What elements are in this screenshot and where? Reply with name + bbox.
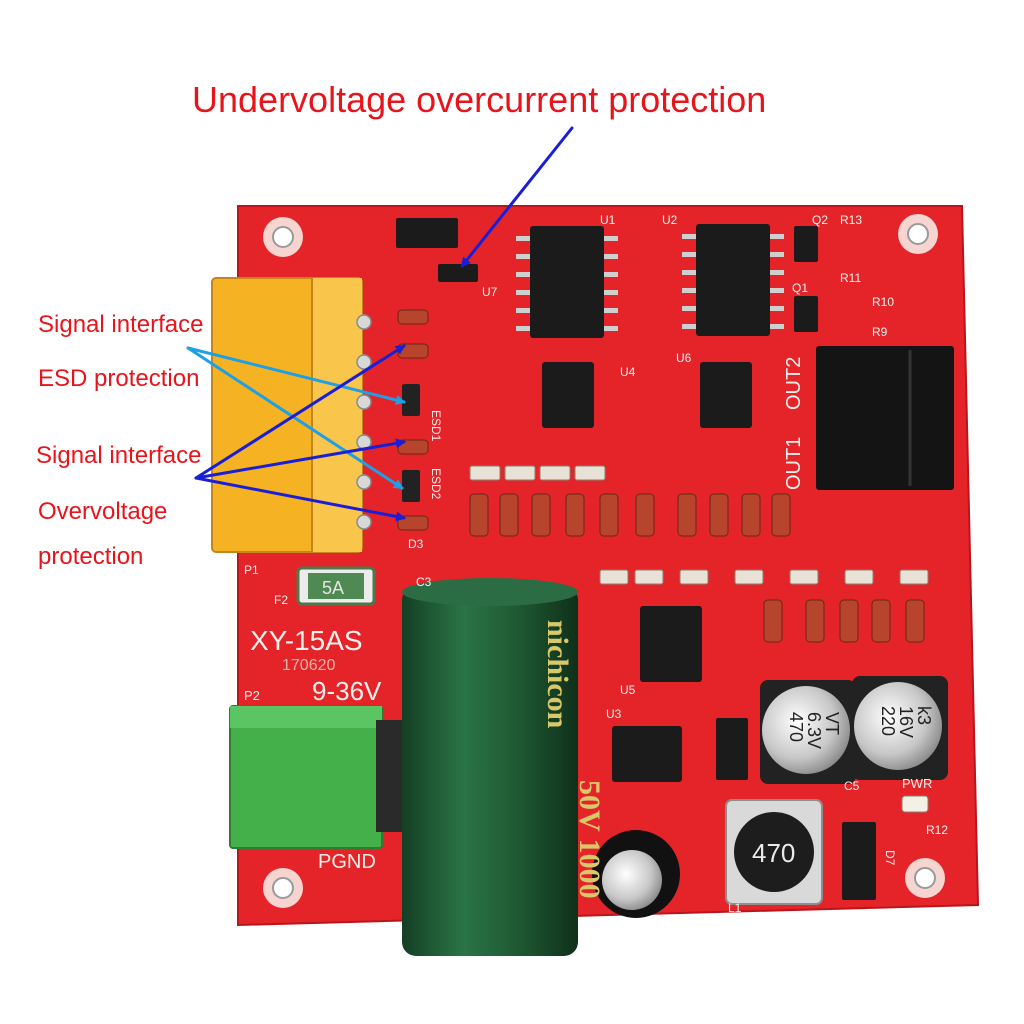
label-esd1: ESD1 xyxy=(429,410,443,442)
board-model: XY-15AS xyxy=(250,625,363,656)
signal-interface-label-2: Signal interface xyxy=(36,442,202,469)
label-q2: Q2 xyxy=(812,213,828,227)
annotation-arrows xyxy=(186,126,574,522)
label-pwr: PWR xyxy=(902,776,932,791)
label-d3: D3 xyxy=(408,537,424,551)
cap-c4-series: VT xyxy=(822,712,842,735)
main-cap-rating: 50V 1000 xyxy=(573,780,606,899)
esd-protection-label: ESD protection xyxy=(38,365,200,392)
arrow-signal-2 xyxy=(186,346,404,490)
label-p1: P1 xyxy=(244,563,259,577)
label-r12: R12 xyxy=(926,823,948,837)
power-terminal-block xyxy=(229,705,402,849)
label-u4: U4 xyxy=(620,365,636,379)
arrow-esd-1 xyxy=(194,344,406,480)
label-p2: P2 xyxy=(244,688,260,703)
label-u3: U3 xyxy=(606,707,622,721)
label-c3: C3 xyxy=(416,575,432,589)
label-q1: Q1 xyxy=(792,281,808,295)
cap-c26-series: k3 xyxy=(914,706,934,725)
label-u7: U7 xyxy=(482,285,498,299)
board-date-code: 170620 xyxy=(282,657,335,674)
label-pgnd: PGND xyxy=(318,851,376,873)
pwr-led xyxy=(901,795,929,813)
smd-components xyxy=(397,309,929,643)
arrow-esd-2 xyxy=(194,438,406,480)
label-esd2: ESD2 xyxy=(429,468,443,500)
overvoltage-label-line2: protection xyxy=(38,543,144,570)
label-f2: F2 xyxy=(274,593,288,607)
label-u5: U5 xyxy=(620,683,636,697)
ic-chips xyxy=(396,218,876,900)
label-c5: C5 xyxy=(844,779,860,793)
label-d7: D7 xyxy=(883,850,897,866)
mounting-holes xyxy=(263,214,945,908)
label-r11: R11 xyxy=(840,271,861,285)
small-capacitors xyxy=(592,676,948,918)
undervoltage-overcurrent-label: Undervoltage overcurrent protection xyxy=(192,79,767,120)
cap-c4-value: 470 xyxy=(786,712,806,742)
fuse-marking: 5A xyxy=(322,578,344,598)
main-capacitor xyxy=(402,578,578,956)
inductor-marking: 470 xyxy=(752,838,795,868)
label-r10: R10 xyxy=(872,295,894,309)
main-cap-brand: nichicon xyxy=(541,620,574,729)
arrow-signal-1 xyxy=(186,346,406,405)
board-voltage-range: 9-36V xyxy=(312,676,382,706)
signal-interface-label-1: Signal interface xyxy=(38,311,204,338)
label-r13: R13 xyxy=(840,213,862,227)
label-out1: OUT1 xyxy=(783,437,805,490)
ic-pins xyxy=(516,234,784,331)
arrow-overvoltage xyxy=(194,476,406,522)
label-out2: OUT2 xyxy=(783,357,805,410)
arrow-undervoltage xyxy=(460,126,574,268)
output-connector xyxy=(816,346,954,490)
overvoltage-label-line1: Overvoltage xyxy=(38,498,168,525)
cap-c26-value: 220 xyxy=(878,706,898,736)
board-markings: XY-15AS 170620 9-36V 5A P1 P2 PGND F2 C3… xyxy=(244,213,948,915)
label-r9: R9 xyxy=(872,325,888,339)
inductor xyxy=(725,799,823,905)
cap-c4-voltage: 6.3V xyxy=(804,712,824,749)
label-l1: L1 xyxy=(728,901,742,915)
label-u1: U1 xyxy=(600,213,616,227)
label-u6: U6 xyxy=(676,351,692,365)
label-u2: U2 xyxy=(662,213,678,227)
cap-c26-voltage: 16V xyxy=(896,706,916,738)
